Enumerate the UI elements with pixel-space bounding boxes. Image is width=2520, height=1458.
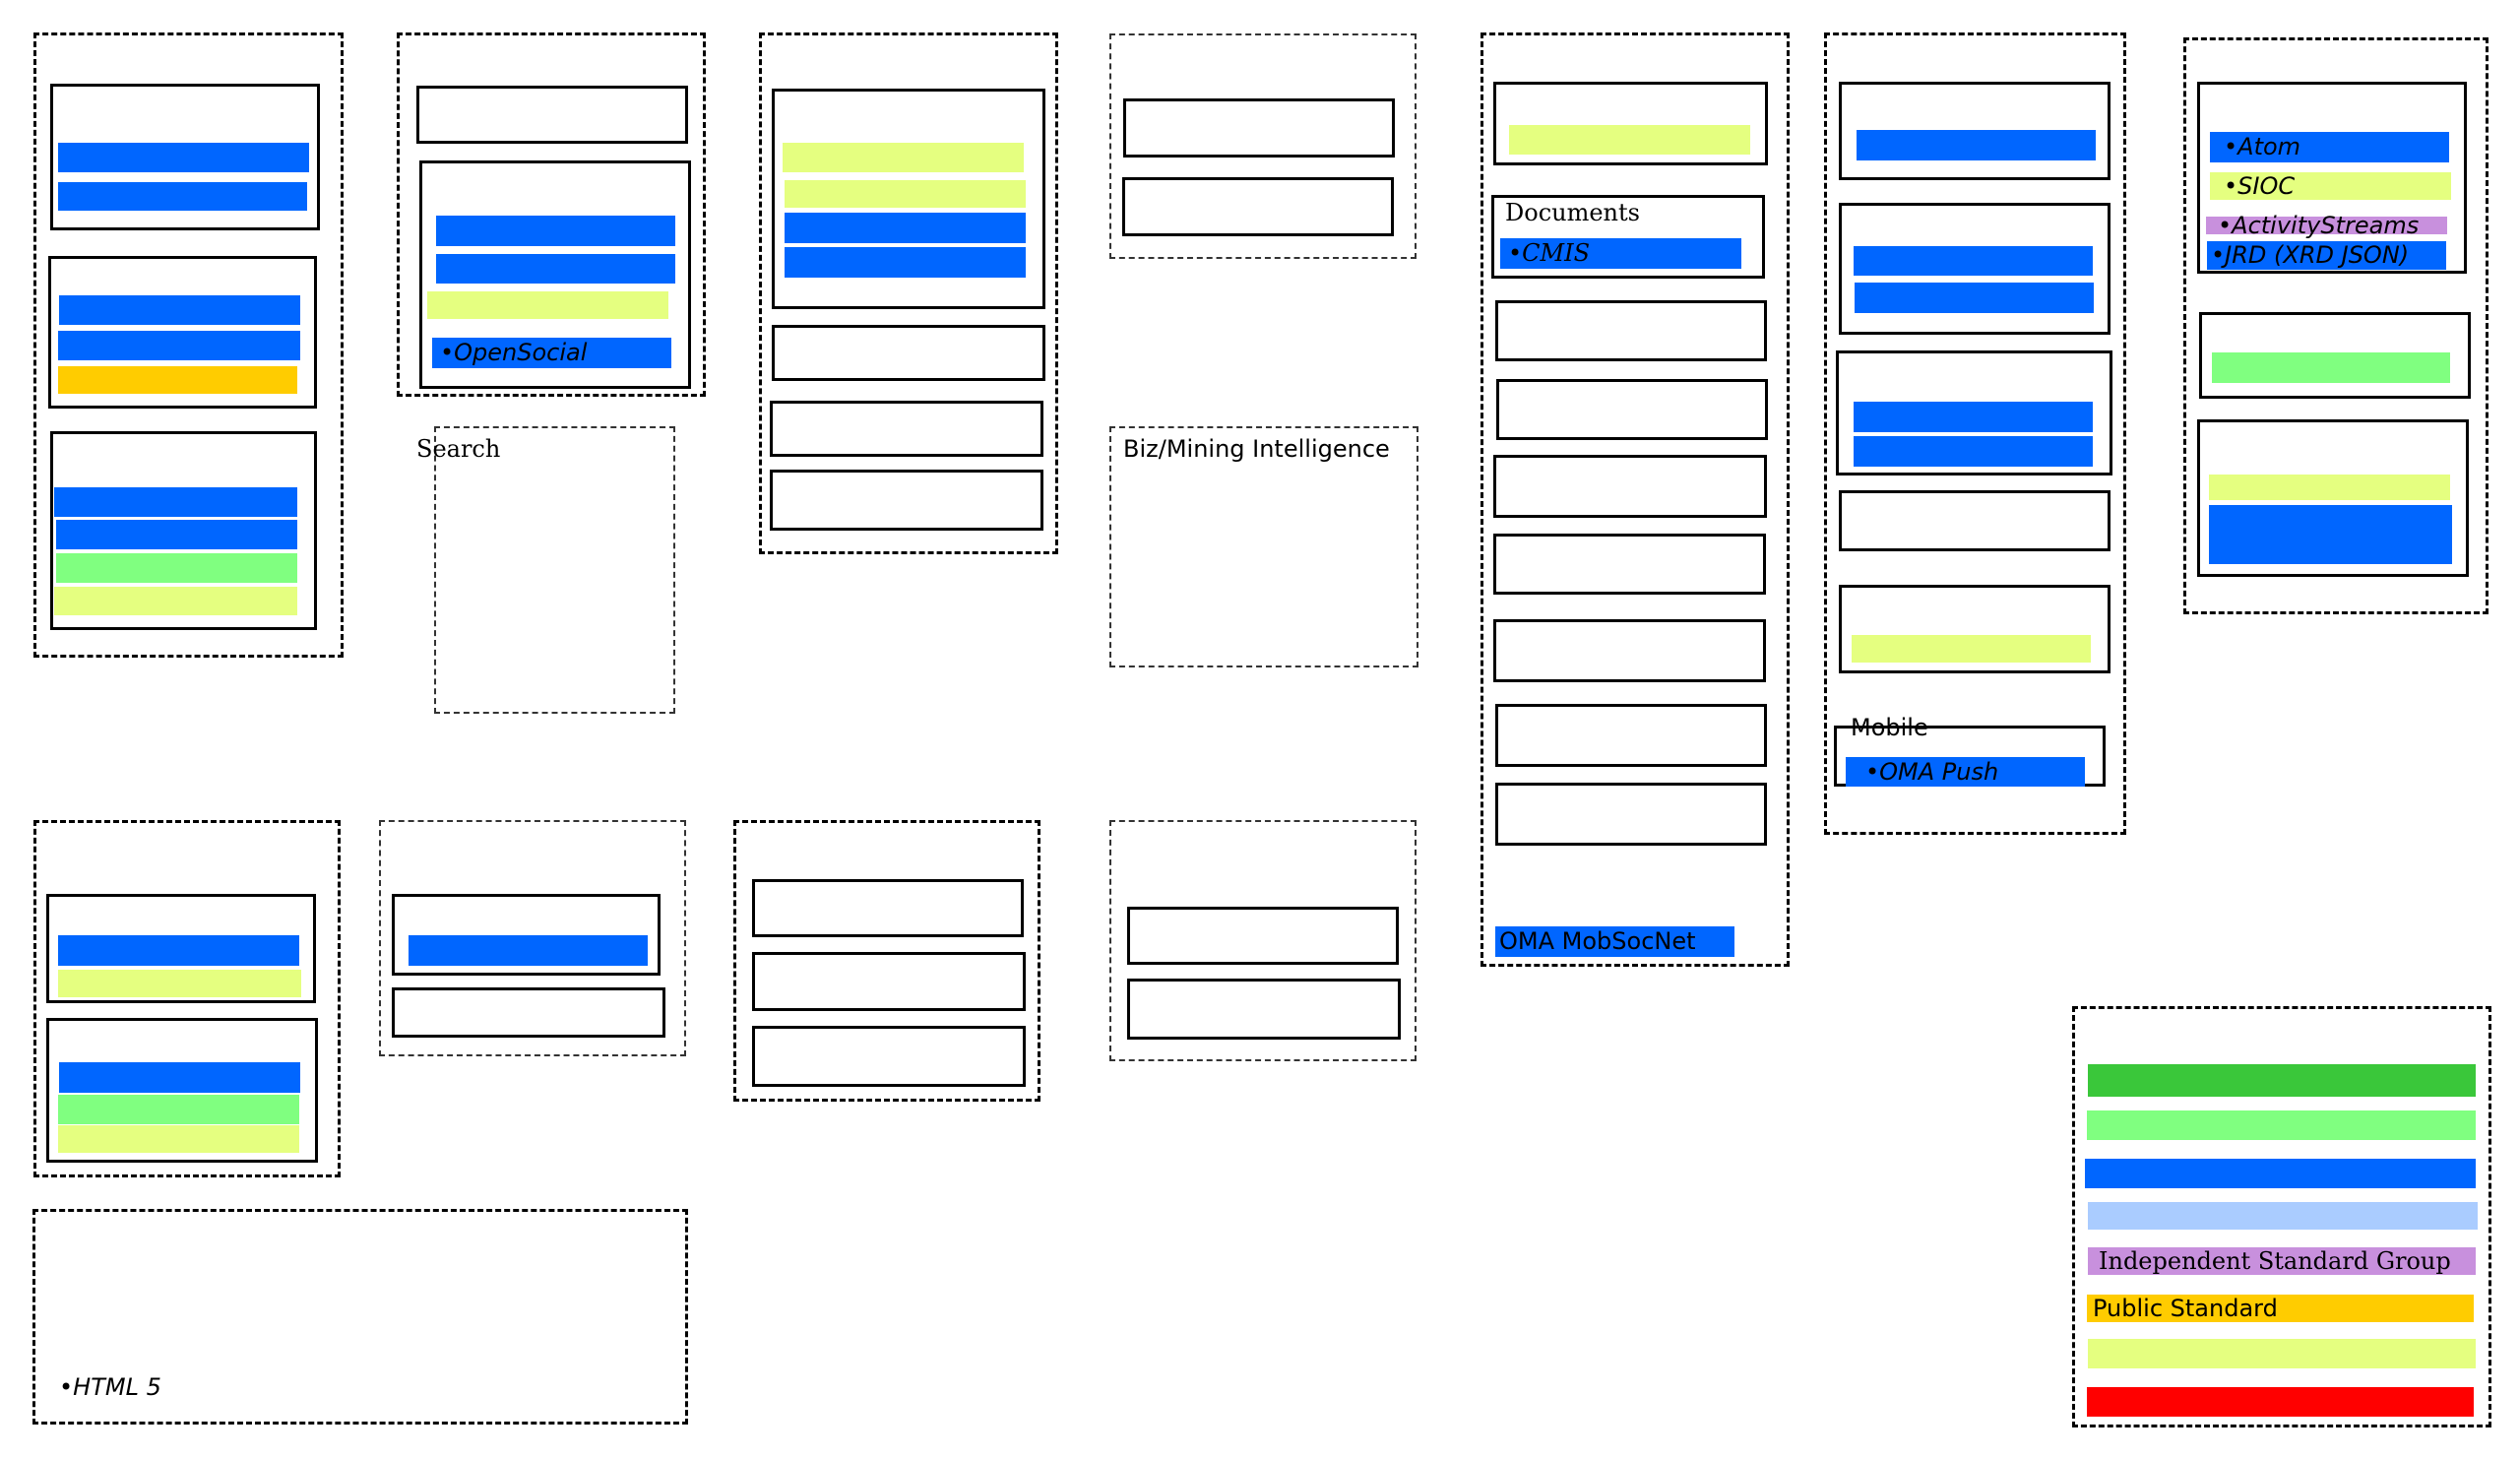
mobile-label: Mobile bbox=[1851, 714, 1928, 741]
html5-label: •HTML 5 bbox=[59, 1373, 161, 1401]
standard-bar bbox=[2209, 475, 2450, 500]
biz-mining-label: Biz/Mining Intelligence bbox=[1123, 435, 1390, 463]
group-4 bbox=[1109, 33, 1417, 259]
standard-bar bbox=[58, 182, 307, 211]
standard-bar bbox=[54, 587, 297, 615]
legend-item-2 bbox=[2087, 1110, 2476, 1140]
cmis-bar: •CMIS bbox=[1500, 238, 1741, 269]
standard-bar bbox=[58, 1125, 299, 1153]
box bbox=[1493, 455, 1767, 518]
oma-push-bar: •OMA Push bbox=[1846, 757, 2085, 787]
search-group bbox=[434, 426, 675, 714]
standard-bar bbox=[785, 180, 1026, 208]
legend-item-7 bbox=[2088, 1339, 2476, 1368]
legend-item-1 bbox=[2088, 1064, 2476, 1097]
opensocial-bar: •OpenSocial bbox=[432, 338, 671, 368]
search-label: Search bbox=[416, 435, 501, 463]
legend-item-3 bbox=[2085, 1159, 2476, 1188]
standard-bar bbox=[54, 487, 297, 517]
group-2 bbox=[397, 32, 706, 397]
box bbox=[1839, 490, 2110, 551]
standard-bar bbox=[1852, 635, 2091, 663]
box bbox=[1493, 534, 1766, 595]
legend-item-public-standard: Public Standard bbox=[2087, 1295, 2474, 1322]
standard-bar bbox=[56, 520, 297, 549]
box bbox=[752, 1026, 1026, 1087]
box bbox=[1123, 98, 1395, 158]
standard-bar bbox=[436, 254, 675, 284]
standard-bar bbox=[1854, 436, 2093, 467]
html5-group bbox=[32, 1209, 688, 1425]
standard-bar bbox=[58, 143, 309, 172]
group-8 bbox=[33, 820, 341, 1177]
standard-bar bbox=[2209, 505, 2452, 564]
box bbox=[770, 470, 1043, 531]
legend bbox=[2072, 1006, 2491, 1427]
standard-bar bbox=[58, 1095, 299, 1124]
group-10 bbox=[733, 820, 1040, 1102]
standard-bar bbox=[59, 295, 300, 325]
standard-bar bbox=[1509, 125, 1750, 155]
standard-bar bbox=[1855, 283, 2094, 313]
box bbox=[772, 325, 1045, 381]
standard-bar bbox=[785, 247, 1026, 278]
group-1 bbox=[33, 32, 344, 658]
jrd-bar: •JRD (XRD JSON) bbox=[2207, 241, 2446, 270]
group-5 bbox=[1480, 32, 1790, 967]
box bbox=[752, 952, 1026, 1011]
standard-bar bbox=[58, 970, 301, 997]
legend-item-4 bbox=[2088, 1202, 2478, 1230]
sioc-bar: •SIOC bbox=[2210, 172, 2451, 200]
standard-bar bbox=[1854, 402, 2093, 432]
atom-bar: •Atom bbox=[2210, 132, 2449, 162]
box bbox=[1127, 979, 1401, 1040]
documents-label: Documents bbox=[1505, 199, 1640, 226]
group-3 bbox=[759, 32, 1058, 554]
standard-bar bbox=[56, 553, 297, 583]
box bbox=[752, 879, 1024, 937]
standard-bar bbox=[1854, 246, 2093, 276]
box bbox=[1122, 177, 1394, 236]
standard-bar bbox=[427, 291, 668, 319]
group-11 bbox=[1109, 820, 1417, 1061]
box bbox=[392, 987, 665, 1038]
standard-bar bbox=[58, 935, 299, 966]
box bbox=[416, 86, 688, 144]
standard-bar bbox=[2212, 352, 2450, 383]
box bbox=[1127, 907, 1399, 965]
biz-mining-group bbox=[1109, 426, 1418, 667]
legend-item-independent-standard-group: Independent Standard Group bbox=[2088, 1247, 2476, 1275]
standard-bar bbox=[785, 213, 1026, 243]
box bbox=[770, 401, 1043, 457]
group-9 bbox=[379, 820, 686, 1056]
standard-bar bbox=[1857, 130, 2096, 160]
activitystreams-bar: •ActivityStreams bbox=[2206, 214, 2447, 237]
legend-item-8 bbox=[2087, 1387, 2474, 1417]
box bbox=[1495, 704, 1767, 767]
standard-bar bbox=[783, 143, 1024, 172]
standard-bar bbox=[436, 216, 675, 246]
group-7 bbox=[2183, 37, 2488, 614]
oma-mobsocnet-bar: OMA MobSocNet bbox=[1495, 926, 1734, 957]
group-6 bbox=[1824, 32, 2126, 835]
box bbox=[1495, 783, 1767, 846]
box bbox=[1496, 379, 1768, 440]
standard-bar bbox=[58, 366, 297, 394]
box bbox=[1493, 619, 1766, 682]
standard-bar bbox=[409, 935, 648, 966]
box bbox=[1495, 300, 1767, 361]
standard-bar bbox=[59, 1062, 300, 1093]
standard-bar bbox=[58, 331, 300, 360]
